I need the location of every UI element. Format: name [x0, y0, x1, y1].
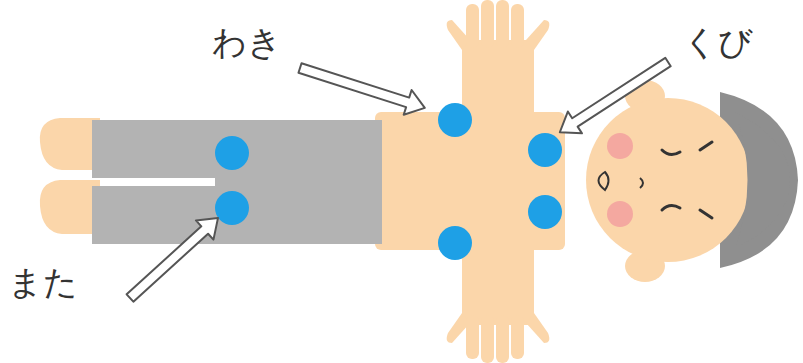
cooling-point — [215, 103, 562, 260]
leader-arrow — [121, 51, 675, 308]
torso — [375, 112, 565, 250]
feet — [40, 118, 100, 234]
head — [586, 80, 798, 282]
pants — [92, 120, 382, 244]
part-label: わき — [212, 22, 282, 62]
part-label: くび — [683, 22, 753, 62]
part-label: また — [8, 262, 78, 302]
